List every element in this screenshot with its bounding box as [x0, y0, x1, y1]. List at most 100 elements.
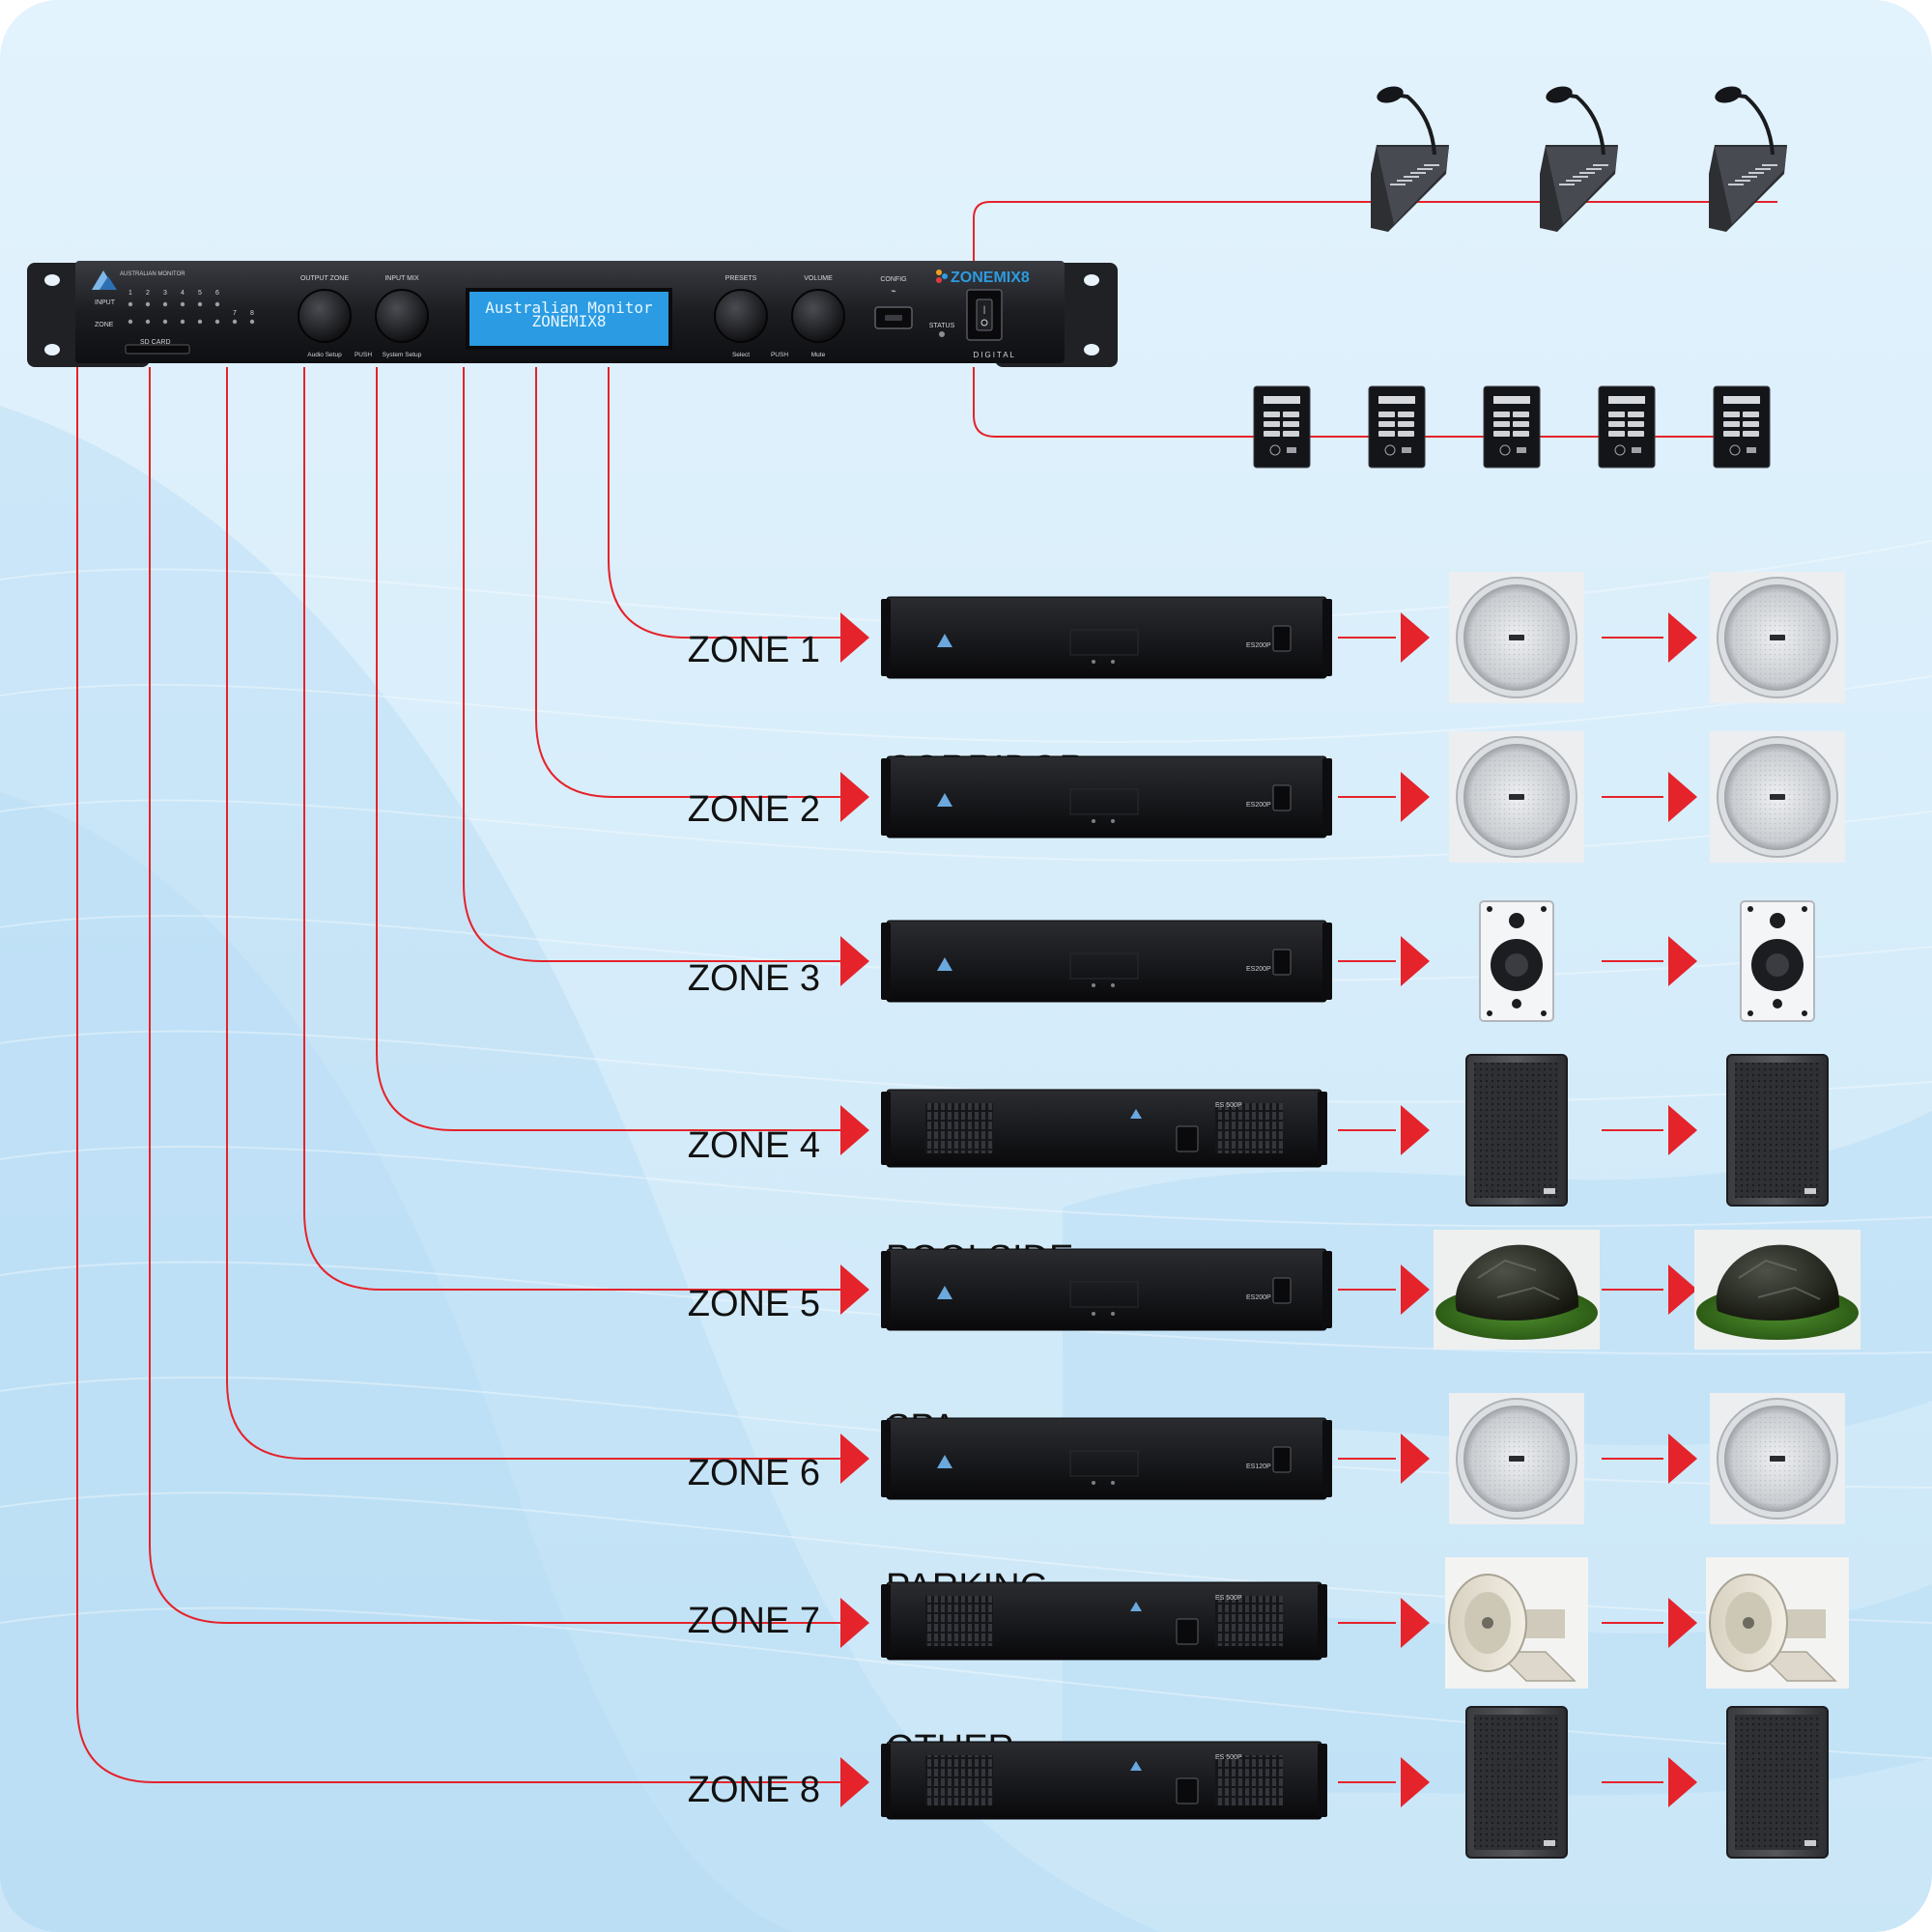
amplifier-chassis	[886, 1417, 1327, 1500]
amplifier-power-switch[interactable]	[1272, 784, 1292, 811]
power-amplifier: ES 500P	[881, 1741, 1327, 1820]
panel-button[interactable]	[1378, 421, 1395, 427]
panel-button[interactable]	[1743, 421, 1759, 427]
panel-button[interactable]	[1723, 421, 1740, 427]
amplifier-logo-icon	[937, 1455, 952, 1468]
panel-button[interactable]	[1743, 431, 1759, 437]
panel-label-strip	[1378, 396, 1415, 404]
panel-button[interactable]	[1493, 421, 1510, 427]
background-wave	[0, 406, 1159, 1932]
cabinet-speaker-grille	[1735, 1715, 1820, 1850]
panel-button[interactable]	[1378, 412, 1395, 417]
amplifier-power-switch[interactable]	[1272, 1446, 1292, 1473]
arrow-head	[1401, 1105, 1430, 1155]
knob-function-label: Mute	[811, 352, 826, 358]
panel-button[interactable]	[1264, 431, 1280, 437]
amplifier-display-frame	[1069, 629, 1139, 656]
panel-button[interactable]	[1608, 421, 1625, 427]
amplifier-logo-icon	[1130, 1761, 1142, 1771]
panel-bus-wire	[973, 367, 1739, 438]
panel-button[interactable]	[1743, 412, 1759, 417]
amplifier-power-switch[interactable]	[1176, 1777, 1199, 1804]
panel-knob[interactable]	[1384, 444, 1396, 456]
panel-button[interactable]	[1283, 431, 1299, 437]
panel-button[interactable]	[1513, 412, 1529, 417]
panel-button[interactable]	[1628, 421, 1644, 427]
input-number: 2	[146, 290, 150, 297]
cabinet-speaker-badge	[1544, 1188, 1555, 1194]
panel-button[interactable]	[1513, 431, 1529, 437]
amplifier-power-switch[interactable]	[1272, 1277, 1292, 1304]
rotary-knob[interactable]	[714, 289, 768, 343]
panel-button[interactable]	[1723, 412, 1740, 417]
push-label: PUSH	[771, 352, 788, 358]
panel-button[interactable]	[1628, 412, 1644, 417]
wall-speaker-cone	[1505, 953, 1528, 977]
panel-button[interactable]	[1283, 421, 1299, 427]
power-rocker[interactable]	[976, 298, 993, 331]
panel-knob[interactable]	[1729, 444, 1741, 456]
mic-button-led	[1735, 180, 1750, 182]
background-wave	[0, 792, 792, 1932]
panel-button[interactable]	[1264, 412, 1280, 417]
panel-button[interactable]	[1493, 431, 1510, 437]
paging-microphones	[1371, 86, 1787, 232]
zone-row-7: ZONE 7PARKINGES 500P	[688, 1557, 1849, 1689]
cabinet-speaker-badge	[1804, 1840, 1816, 1846]
panel-button[interactable]	[1398, 431, 1414, 437]
mic-gooseneck	[1393, 93, 1436, 156]
zone-number: 7	[233, 310, 237, 317]
arrow-head	[1668, 936, 1697, 986]
panel-button[interactable]	[1398, 412, 1414, 417]
input-led	[162, 301, 168, 307]
amplifier-power-switch[interactable]	[1176, 1618, 1199, 1645]
panel-button[interactable]	[1608, 431, 1625, 437]
rotary-knob[interactable]	[791, 289, 845, 343]
amplifier-vent	[1215, 1596, 1283, 1646]
panel-button[interactable]	[1283, 412, 1299, 417]
status-label: STATUS	[929, 323, 955, 329]
zone-number-label: ZONE 8	[688, 1770, 820, 1810]
panel-button[interactable]	[1608, 412, 1625, 417]
panel-knob[interactable]	[1269, 444, 1281, 456]
panel-button[interactable]	[1378, 431, 1395, 437]
arrow-head	[840, 1105, 869, 1155]
zone-wire	[303, 367, 850, 1291]
panel-knob[interactable]	[1614, 444, 1626, 456]
amplifier-power-switch[interactable]	[1272, 949, 1292, 976]
amplifier-power-switch[interactable]	[1176, 1125, 1199, 1152]
config-label: CONFIG	[880, 276, 906, 283]
wall-speaker-port	[1773, 999, 1782, 1009]
panel-button[interactable]	[1628, 431, 1644, 437]
panel-button[interactable]	[1723, 431, 1740, 437]
paging-mic-station	[1371, 86, 1449, 232]
rock-speaker-body	[1716, 1244, 1840, 1321]
zonemix-logo-icon	[936, 270, 948, 283]
amplifier-vent	[1215, 1755, 1283, 1805]
mic-button-led	[1728, 184, 1744, 185]
wall-control-panel	[1253, 385, 1311, 469]
panel-button[interactable]	[1493, 412, 1510, 417]
zone-row-4: ZONE 4BARES 500P	[688, 1054, 1829, 1207]
amplifier-model: ES 500P	[1215, 1102, 1242, 1109]
rotary-knob[interactable]	[298, 289, 352, 343]
cabinet-speaker	[1465, 1706, 1568, 1859]
cabinet-speaker-grille	[1474, 1063, 1559, 1198]
amplifier-led	[1092, 819, 1095, 823]
rock-speaker-texture	[1477, 1259, 1560, 1300]
zone-led	[162, 319, 168, 325]
panel-knob[interactable]	[1499, 444, 1511, 456]
panel-button[interactable]	[1398, 421, 1414, 427]
rotary-knob[interactable]	[375, 289, 429, 343]
mic-gooseneck	[1731, 93, 1775, 156]
zone-row-3: ZONE 3LOUNGEES200P	[688, 900, 1815, 1022]
zone-led	[128, 319, 133, 325]
wall-control-panel	[1368, 385, 1426, 469]
amplifier-handle	[1322, 1251, 1332, 1328]
mic-button-led	[1748, 172, 1764, 174]
amplifier-power-switch[interactable]	[1272, 625, 1292, 652]
sd-card-slot[interactable]	[125, 344, 190, 355]
panel-button[interactable]	[1513, 421, 1529, 427]
panel-button[interactable]	[1264, 421, 1280, 427]
